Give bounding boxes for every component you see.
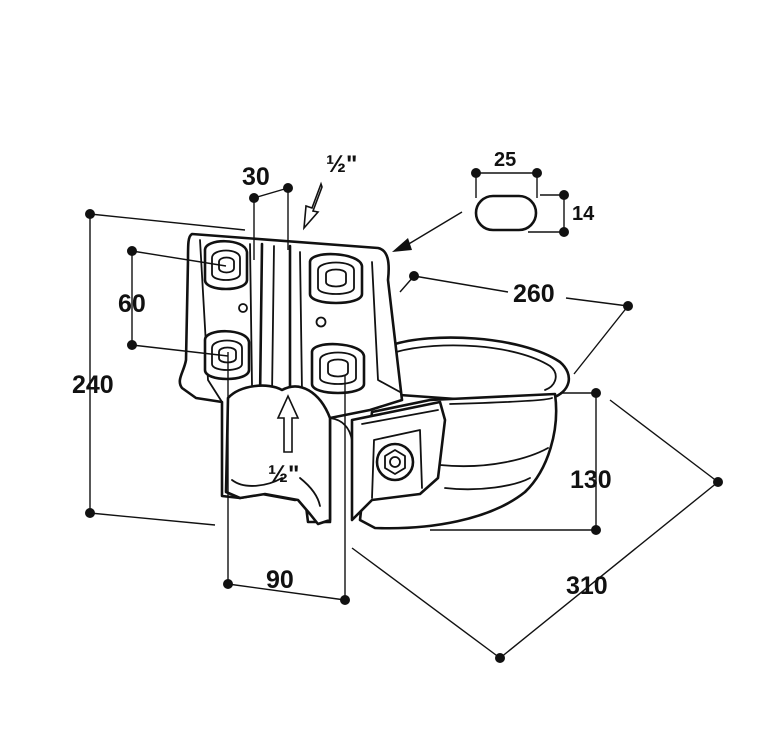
- dimension-lines: [85, 168, 723, 663]
- mounting-slot-right-bottom: [310, 342, 366, 395]
- inlet-arrow-bottom: [276, 394, 300, 453]
- label-pipe-bottom: ½": [268, 461, 299, 488]
- slot-symbol: [392, 168, 569, 252]
- label-hole-spacing-vertical: 60: [118, 290, 146, 318]
- label-pipe-top: ½": [326, 151, 357, 178]
- label-bowl-height: 130: [570, 466, 612, 494]
- mounting-slot-left-top: [203, 239, 249, 291]
- label-slot-height: 14: [572, 203, 595, 225]
- label-bowl-width: 310: [566, 572, 608, 600]
- label-bowl-depth: 260: [513, 280, 555, 308]
- label-hole-spacing-horizontal: 90: [266, 566, 294, 594]
- water-bowl-illustration: [178, 232, 571, 530]
- dimension-labels: 240 60 30 ½" ½" 25 14 260 130 310 90: [72, 149, 612, 600]
- mounting-slot-right-top: [308, 252, 364, 305]
- mounting-slot-left-bottom: [203, 329, 251, 381]
- inlet-arrow-top: [302, 181, 323, 231]
- label-bracket-width: 30: [242, 163, 270, 191]
- label-slot-width: 25: [494, 149, 516, 171]
- valve-nut: [375, 442, 415, 482]
- label-height-total: 240: [72, 371, 114, 399]
